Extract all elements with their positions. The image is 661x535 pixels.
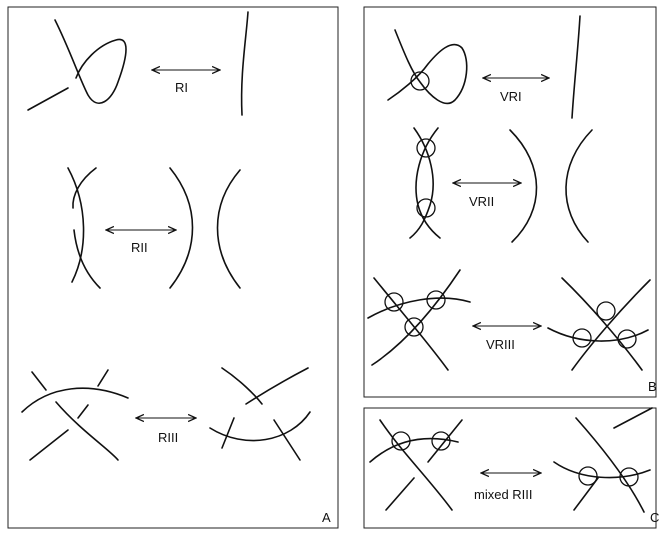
panel-c-label: C	[650, 510, 659, 525]
vriii-left-strands	[367, 269, 471, 371]
panel-a-frame	[7, 6, 339, 529]
vri-left-kink	[387, 29, 468, 105]
vriii-left-crossing-b	[426, 290, 446, 310]
vri-virtual-crossing	[410, 71, 430, 91]
panel-c-frame	[363, 407, 657, 529]
mixed-riii-left-strands	[369, 419, 463, 511]
panel-a-label: A	[322, 510, 331, 525]
vri-label: VRI	[500, 89, 522, 104]
mixed-left-crossing-b	[431, 431, 451, 451]
mixed-right-crossing-b	[619, 467, 639, 487]
mixed-riii-right-strands	[553, 407, 653, 513]
riii-label: RIII	[158, 430, 178, 445]
rii-label: RII	[131, 240, 148, 255]
vri-right-strand	[571, 15, 581, 119]
ri-right-strand	[240, 11, 249, 116]
vrii-label: VRII	[469, 194, 494, 209]
vrii-virtual-crossing-top	[416, 138, 436, 158]
panel-b-label: B	[648, 379, 657, 394]
vriii-label: VRIII	[486, 337, 515, 352]
panel-b-frame	[363, 6, 657, 398]
vrii-left-strands	[409, 127, 441, 239]
ri-label: RI	[175, 80, 188, 95]
vriii-right-crossing-c	[617, 329, 637, 349]
ri-left-kink	[27, 19, 127, 111]
riii-left-strands	[21, 369, 129, 461]
mixed-riii-label: mixed RIII	[474, 487, 533, 502]
vriii-left-crossing-c	[404, 317, 424, 337]
vrii-right-arcs	[509, 129, 593, 243]
vriii-right-crossing-a	[596, 301, 616, 321]
rii-right-arcs	[169, 167, 241, 289]
riii-right-strands	[209, 367, 311, 461]
vriii-right-strands	[547, 277, 651, 371]
vriii-left-crossing-a	[384, 292, 404, 312]
mixed-left-crossing-a	[391, 431, 411, 451]
mixed-right-crossing-a	[578, 466, 598, 486]
vrii-virtual-crossing-bottom	[416, 198, 436, 218]
rii-left-strands	[67, 167, 101, 289]
vriii-right-crossing-b	[572, 328, 592, 348]
